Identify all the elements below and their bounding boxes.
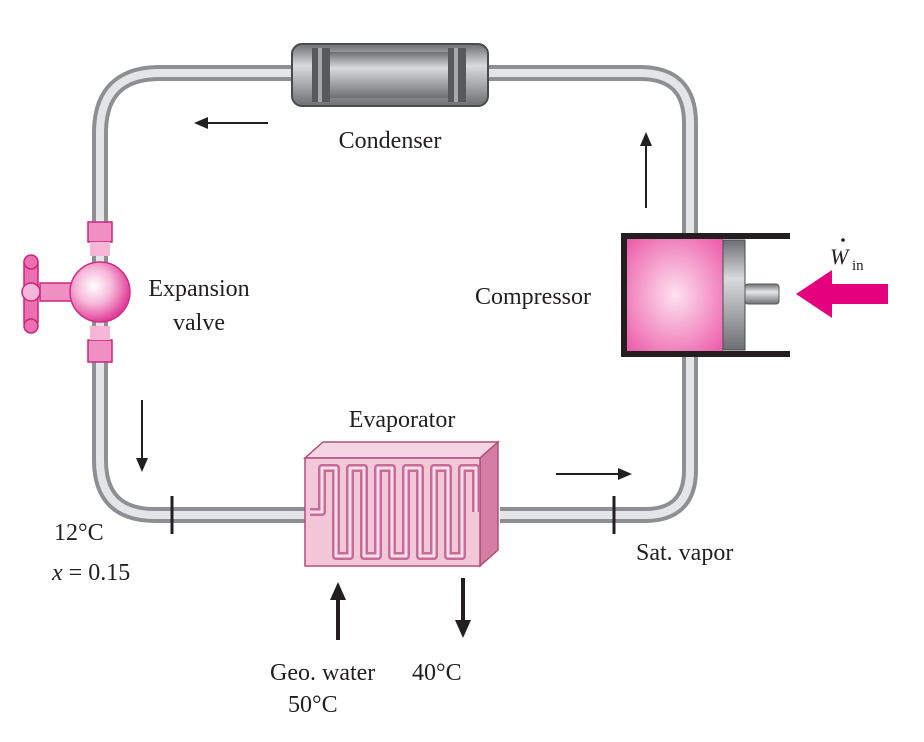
geo-water-label: Geo. water	[270, 660, 375, 686]
work-input-arrow	[796, 270, 888, 318]
sat-vapor-label: Sat. vapor	[636, 540, 733, 566]
work-symbol: W	[830, 244, 850, 269]
pipe-loop	[92, 65, 698, 523]
quality-label: x = 0.15	[51, 560, 130, 586]
work-input-label: W in	[830, 238, 864, 274]
work-subscript: in	[852, 258, 864, 274]
expansion-valve-label-line1: Expansion	[148, 276, 249, 302]
evaporator-label: Evaporator	[349, 407, 456, 433]
geo-water-out-temp-label: 40°C	[412, 660, 462, 686]
compressor-label: Compressor	[475, 284, 591, 310]
quality-variable: x	[51, 560, 63, 586]
flow-arrows	[136, 117, 652, 640]
expansion-valve-label-line2: valve	[173, 310, 225, 336]
compressor	[621, 233, 790, 357]
geo-water-in-temp-label: 50°C	[288, 692, 338, 718]
expansion-valve	[21, 221, 131, 363]
quality-value: = 0.15	[63, 560, 131, 586]
state-temperature-label: 12°C	[54, 520, 104, 546]
condenser-label: Condenser	[339, 128, 442, 154]
condenser	[291, 43, 489, 107]
evaporator	[303, 440, 500, 568]
